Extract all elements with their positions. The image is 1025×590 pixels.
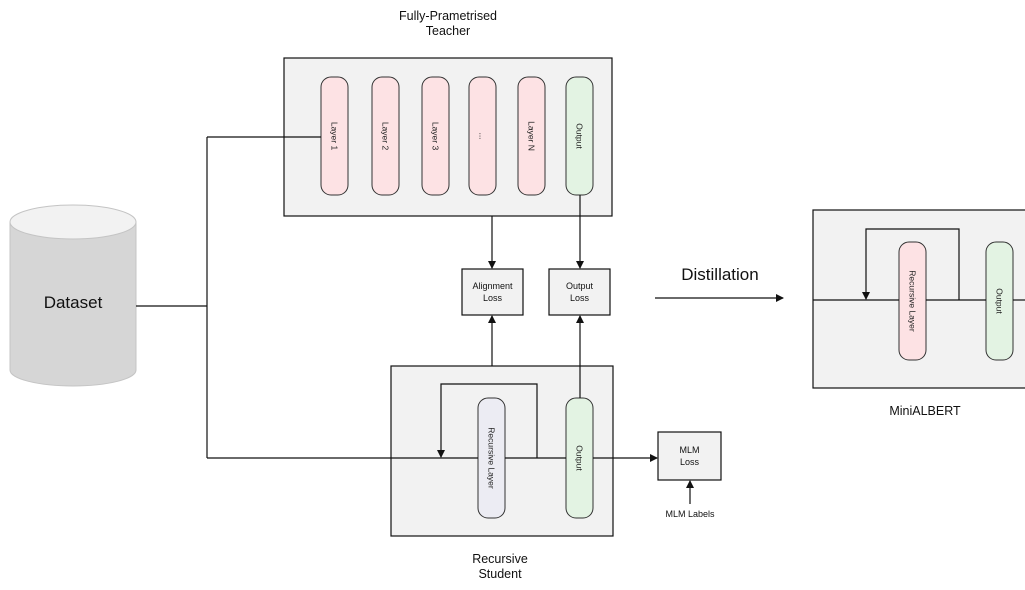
dataset-cylinder xyxy=(9,204,137,387)
student-title-line1: Recursive xyxy=(472,552,528,566)
output-loss-line2: Loss xyxy=(569,293,589,303)
student-output-label: Output xyxy=(575,445,585,471)
teacher-layer-n-label: Layer N xyxy=(527,121,537,151)
teacher-title: Fully-Prametrised Teacher xyxy=(360,9,536,39)
teacher-layer-2 xyxy=(371,76,400,196)
minialbert-title: MiniALBERT xyxy=(889,404,961,418)
output-loss-label: Output Loss xyxy=(549,280,610,304)
connector-lines xyxy=(136,136,1025,504)
minialbert-output-label: Output xyxy=(995,288,1005,314)
teacher-layer-1 xyxy=(320,76,349,196)
minialbert-recursive-layer-block xyxy=(898,241,927,361)
teacher-layer-1-label: Layer 1 xyxy=(330,122,340,151)
minialbert-output-block xyxy=(985,241,1014,361)
alignment-loss-box xyxy=(461,268,524,316)
alignment-loss-label: Alignment Loss xyxy=(462,280,523,304)
output-loss-line1: Output xyxy=(565,281,594,291)
mlm-loss-line1: MLM xyxy=(679,445,700,455)
teacher-layer-3 xyxy=(421,76,450,196)
minialbert-recursive-layer-label: Recursive Layer xyxy=(908,270,918,332)
teacher-layer-n xyxy=(517,76,546,196)
mlm-loss-box xyxy=(657,431,722,481)
teacher-output-label: Output xyxy=(575,123,585,149)
student-title-line2: Student xyxy=(478,567,522,581)
teacher-layer-ellipsis-label: ... xyxy=(478,132,488,139)
teacher-layer-ellipsis xyxy=(468,76,497,196)
teacher-layer-2-label: Layer 2 xyxy=(381,122,391,151)
alignment-loss-line1: Alignment xyxy=(472,281,513,291)
mlm-loss-label: MLM Loss xyxy=(658,444,721,468)
teacher-layer-3-label: Layer 3 xyxy=(431,122,441,151)
teacher-title-line1: Fully-Prametrised xyxy=(399,9,497,23)
mlm-labels-label: MLM Labels xyxy=(665,509,715,519)
distillation-label: Distillation xyxy=(681,265,759,284)
student-recursive-layer-label: Recursive Layer xyxy=(487,427,497,489)
teacher-title-line2: Teacher xyxy=(425,24,471,38)
dataset-label: Dataset xyxy=(43,293,103,312)
student-title: Recursive Student xyxy=(430,552,570,582)
mlm-loss-line2: Loss xyxy=(679,457,699,467)
alignment-loss-line2: Loss xyxy=(482,293,502,303)
